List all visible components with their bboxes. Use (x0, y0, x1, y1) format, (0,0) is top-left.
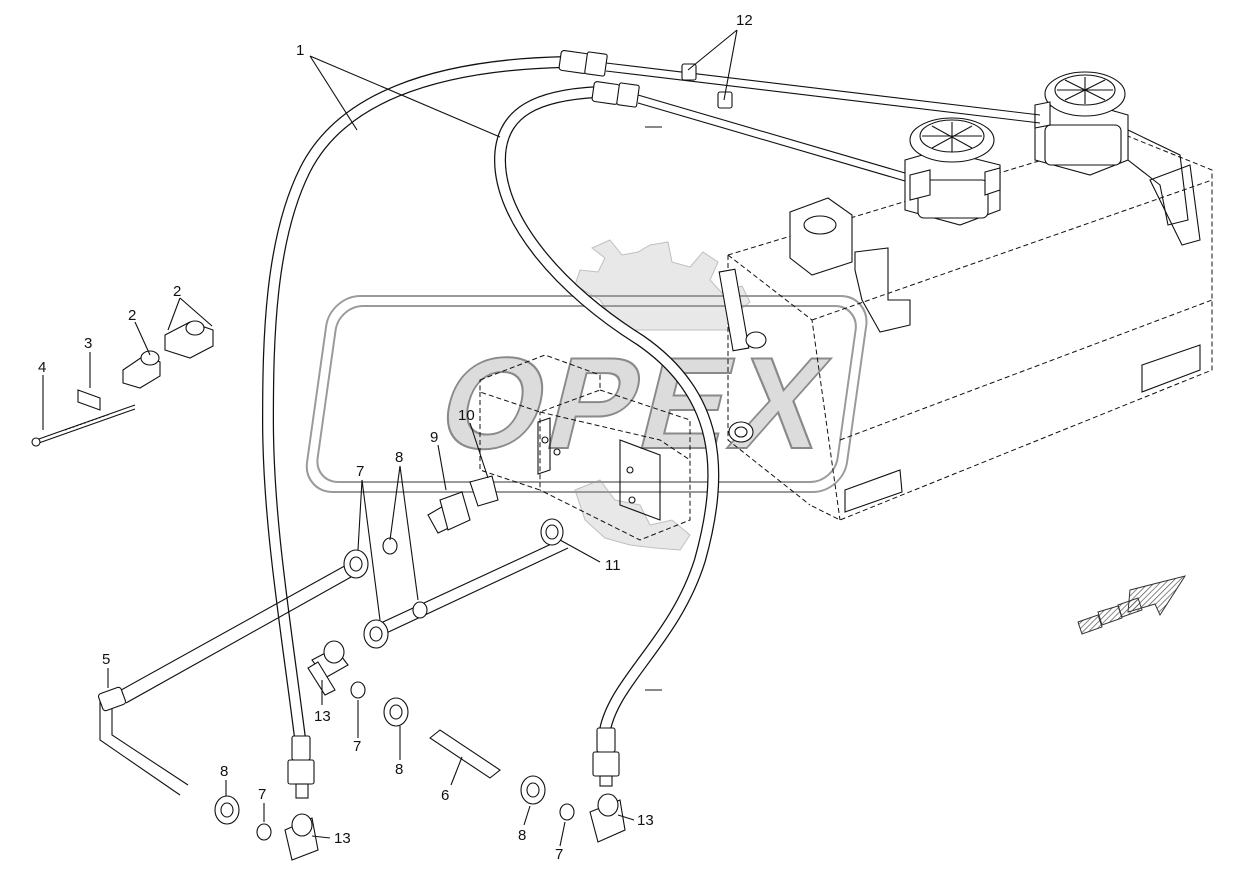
fittings (214, 475, 626, 861)
callout-labels: 1 2 2 3 4 5 6 7 7 7 7 8 8 8 8 9 10 11 12… (38, 12, 753, 863)
leader-lines (42, 29, 738, 847)
callout-2-left: 2 (128, 307, 136, 324)
callout-6: 6 (441, 787, 449, 804)
callout-8-lower-left: 8 (220, 763, 228, 780)
hose-assembly (261, 49, 1041, 799)
hydraulic-tank (718, 71, 1213, 521)
control-valve-block (479, 354, 691, 541)
direction-arrow (1077, 575, 1187, 635)
callout-7-lower-right: 7 (555, 846, 563, 863)
pipe-5 (97, 539, 569, 796)
callout-2-right: 2 (173, 283, 181, 300)
callout-7-lower-left: 7 (258, 786, 266, 803)
return-filter-rear (1034, 71, 1129, 176)
callout-13-lower-left: 13 (334, 830, 351, 847)
callout-13-upper: 13 (314, 708, 331, 725)
callout-3: 3 (84, 335, 92, 352)
watermark: OPEX (305, 239, 868, 551)
callout-4: 4 (38, 359, 46, 376)
callout-8-mid: 8 (395, 761, 403, 778)
callout-1: 1 (296, 42, 304, 59)
watermark-text: OPEX (426, 331, 847, 476)
callout-8-lower-right: 8 (518, 827, 526, 844)
callout-9: 9 (430, 429, 438, 446)
callout-7-mid: 7 (353, 738, 361, 755)
callout-5: 5 (102, 651, 110, 668)
return-filter-front (904, 117, 1001, 226)
clamp-assembly (31, 320, 214, 447)
callout-11: 11 (605, 557, 621, 574)
callout-13-lower-right: 13 (637, 812, 654, 829)
watermark-frame-outer (305, 295, 868, 493)
callout-12: 12 (736, 12, 753, 29)
watermark-gear-lower (574, 479, 691, 551)
callout-8-upper: 8 (395, 449, 403, 466)
callout-7-upper: 7 (356, 463, 364, 480)
callout-10: 10 (458, 407, 475, 424)
